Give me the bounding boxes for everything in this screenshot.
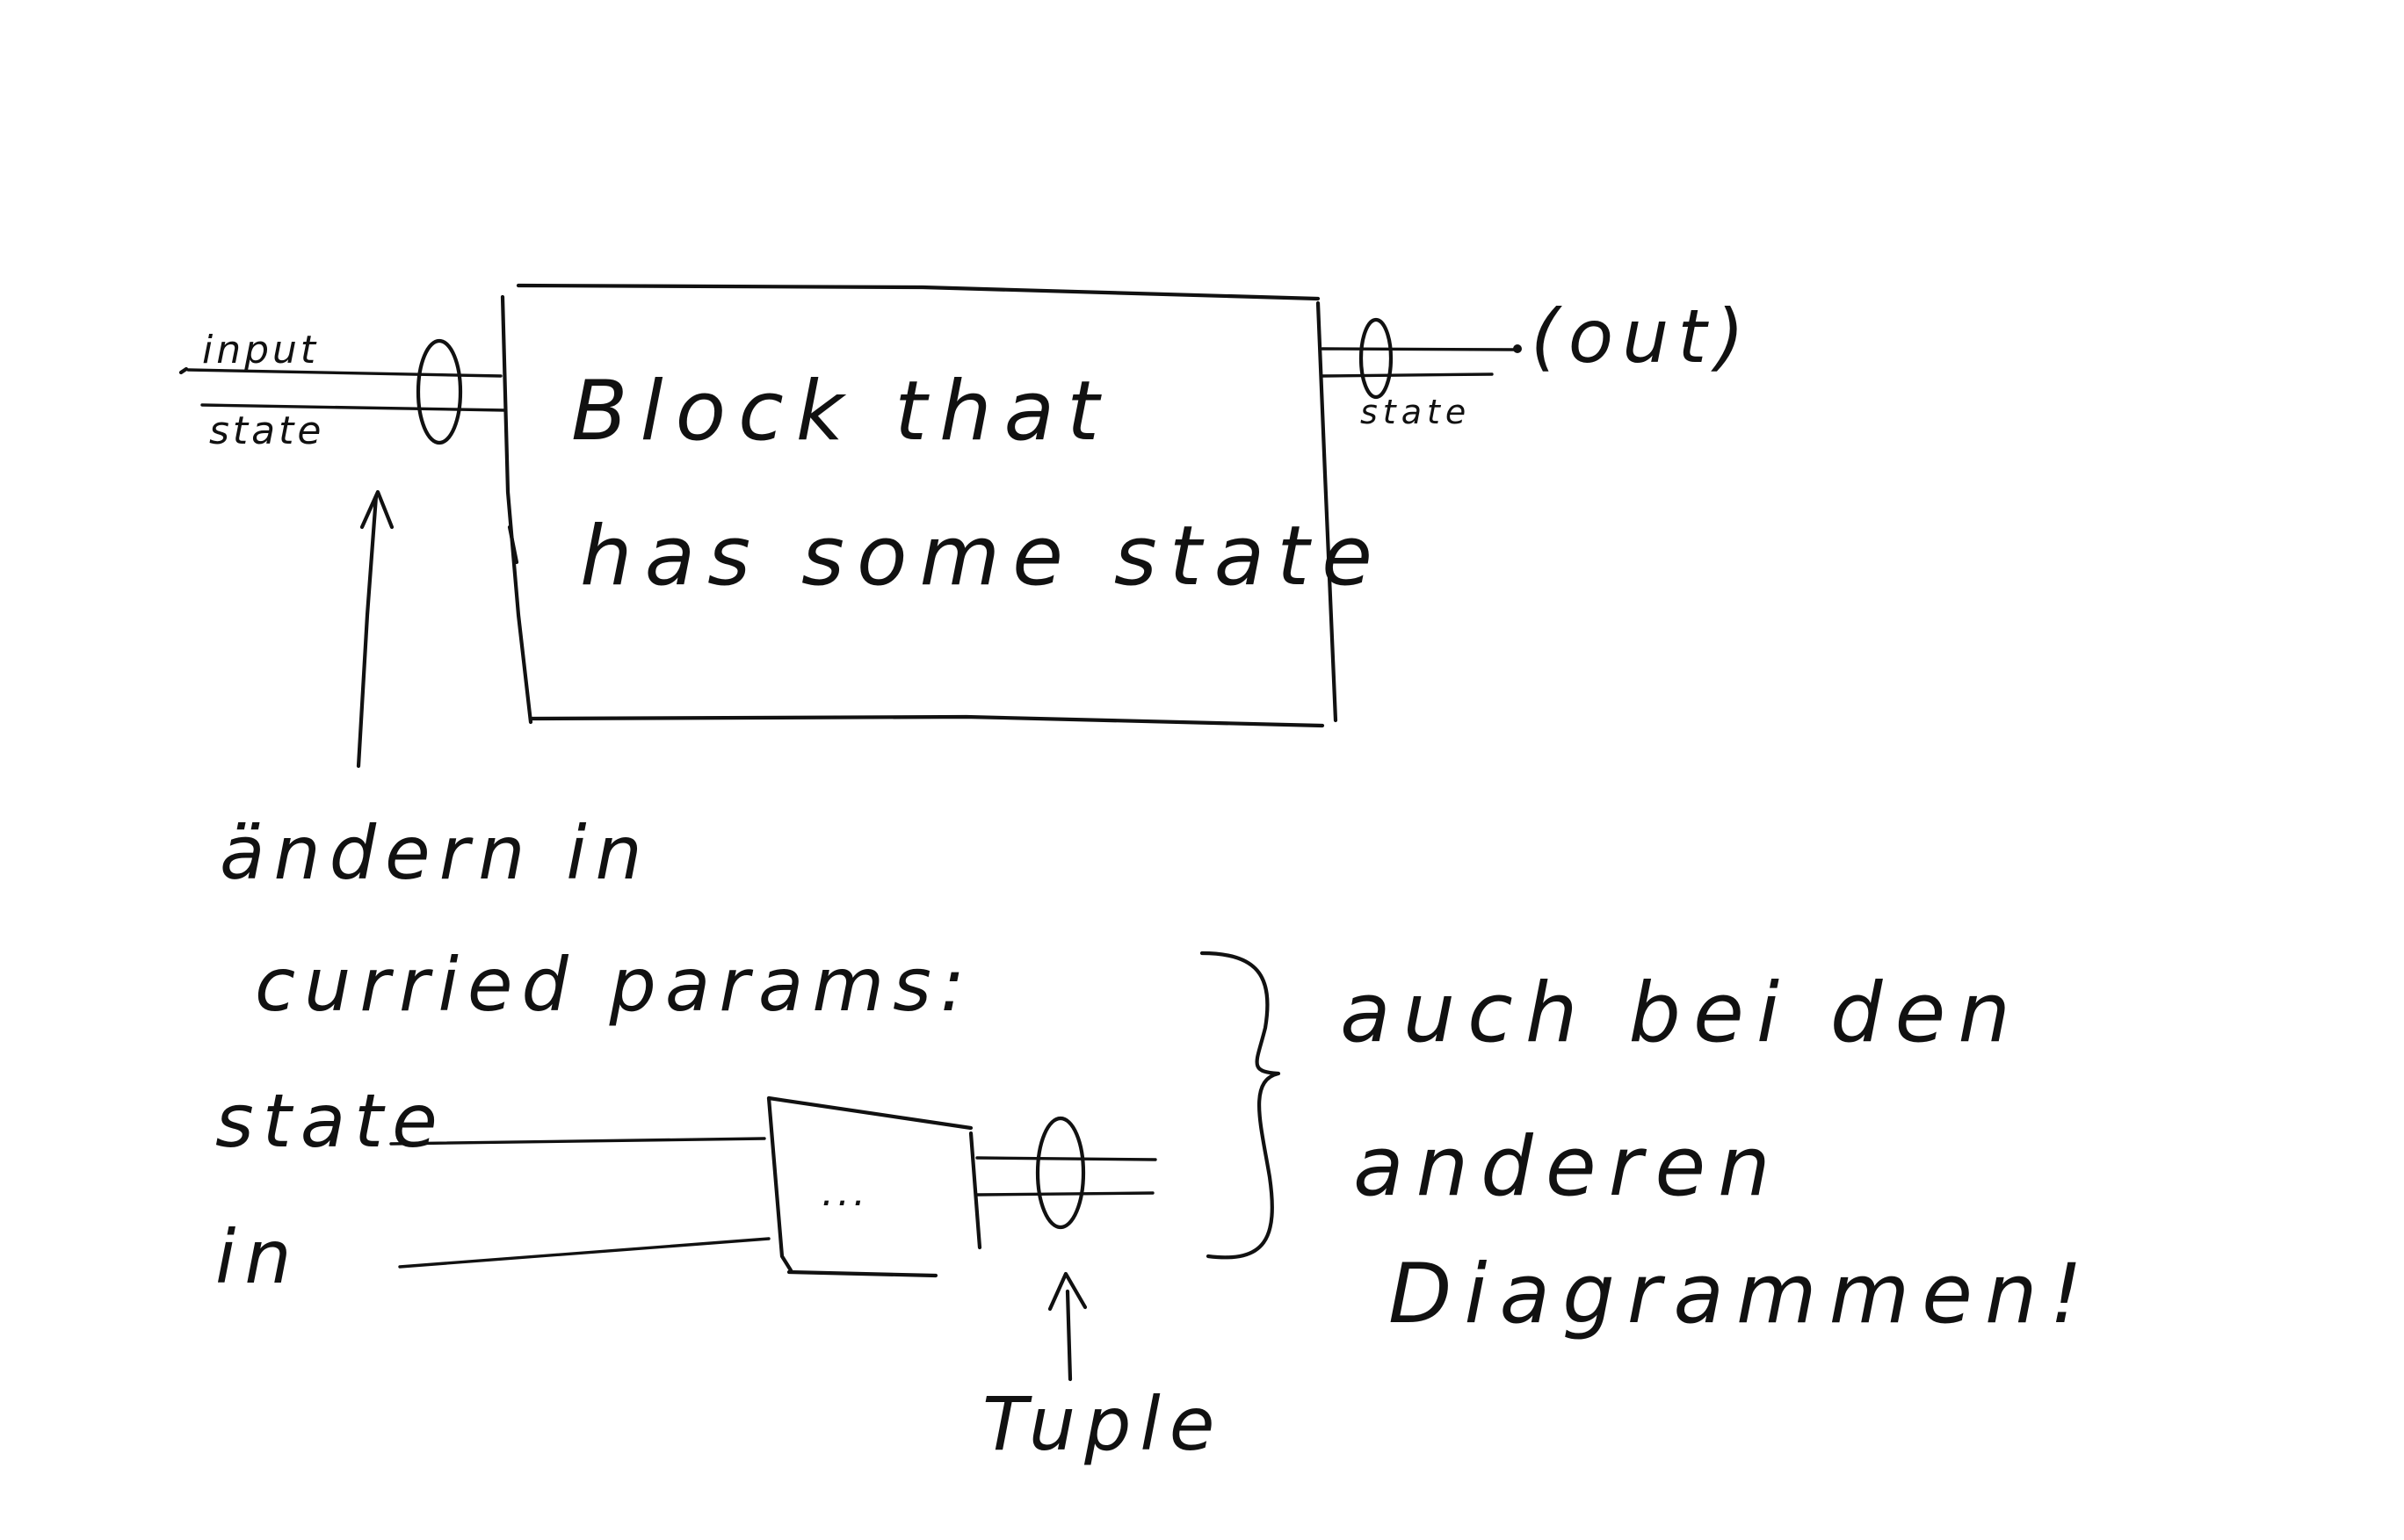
- tuple-arrow-head: [1047, 1271, 1088, 1312]
- note-line2: curried params:: [255, 942, 974, 1028]
- main-block-title-line1: Block that: [571, 364, 1111, 459]
- arrow-shaft: [356, 494, 379, 769]
- main-block-title-line2: has some state: [580, 509, 1385, 604]
- main-block-bottom-edge: [528, 714, 1325, 728]
- curly-brace: [1199, 951, 1281, 1260]
- arrow-head: [359, 489, 395, 530]
- output-label: (out): [1531, 293, 1753, 380]
- curried-state-label: state: [215, 1078, 446, 1164]
- curried-wires: [389, 1137, 771, 1269]
- curried-output-wire-1: [975, 1156, 1157, 1161]
- main-block-right-edge: [1315, 300, 1338, 723]
- curried-block-left: [766, 1095, 793, 1273]
- output-wires: [1321, 317, 1522, 400]
- main-block-top-edge: [516, 283, 1321, 301]
- input-tick: [178, 366, 189, 375]
- main-block: [500, 283, 1338, 728]
- curried-block-top: [766, 1095, 974, 1131]
- output-dot: [1513, 344, 1522, 353]
- curried-output: [975, 1116, 1157, 1230]
- side-note-line2: anderen: [1353, 1119, 1783, 1215]
- input-wire: [186, 368, 503, 378]
- arrow-to-tuple: [1047, 1271, 1088, 1382]
- note-line1: ändern in: [220, 810, 651, 896]
- curried-block-dots: ...: [822, 1170, 869, 1215]
- curried-block-right: [968, 1131, 982, 1250]
- output-tuple-oval: [1358, 317, 1394, 400]
- input-tuple-oval: [416, 338, 463, 445]
- output-state-wire: [1321, 372, 1494, 378]
- curried-in-wire: [398, 1237, 771, 1269]
- output-wire: [1321, 347, 1517, 351]
- tuple-arrow-shaft: [1065, 1289, 1073, 1382]
- curried-block-bottom: [786, 1269, 938, 1278]
- curried-block: [766, 1095, 982, 1278]
- input-label: input: [202, 328, 319, 372]
- curried-output-wire-2: [975, 1191, 1155, 1197]
- arrow-to-input-tuple: [356, 489, 395, 769]
- main-block-left-tick: [507, 524, 519, 565]
- input-wires: [178, 338, 507, 445]
- main-block-left-edge: [500, 294, 533, 725]
- tuple-label: Tuple: [982, 1381, 1223, 1467]
- curried-tuple-oval: [1035, 1116, 1086, 1230]
- output-state-label: state: [1360, 393, 1471, 431]
- side-note-line3: Diagrammen!: [1388, 1247, 2095, 1342]
- curried-state-wire: [389, 1137, 766, 1146]
- input-state-label: state: [209, 408, 324, 453]
- state-wire: [200, 403, 507, 412]
- side-note-line1: auch bei den: [1340, 965, 2023, 1061]
- curried-in-label: in: [215, 1214, 300, 1300]
